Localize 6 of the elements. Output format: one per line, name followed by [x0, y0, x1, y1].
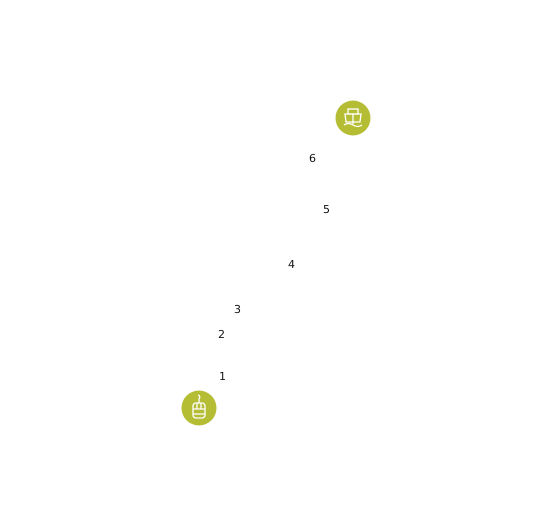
step-number: 4 [288, 259, 295, 271]
step-number: 3 [234, 304, 241, 316]
step-number: 1 [219, 371, 226, 383]
step-number: 2 [218, 329, 225, 341]
step-number: 5 [323, 204, 330, 216]
step-number: 6 [309, 153, 316, 165]
